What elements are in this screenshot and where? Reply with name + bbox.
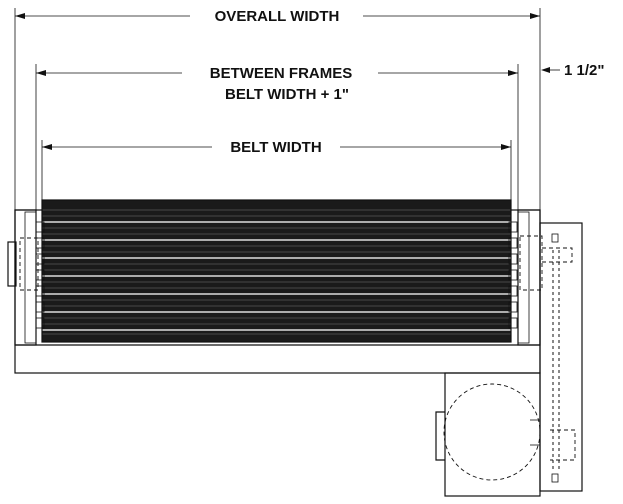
overall-width-label: OVERALL WIDTH <box>215 8 340 25</box>
right-bearing <box>508 221 573 329</box>
between-frames-dimension: BETWEEN FRAMES BELT WIDTH + 1" <box>35 64 519 212</box>
left-bearing <box>7 221 45 329</box>
motor-mount-plate <box>539 222 583 492</box>
belt-width-label: BELT WIDTH <box>230 139 321 156</box>
belt-width-plus-one-label: BELT WIDTH + 1" <box>225 86 349 103</box>
offset-dimension: 1 1/2" <box>541 62 604 79</box>
gear-motor <box>435 372 541 497</box>
offset-label: 1 1/2" <box>564 62 604 79</box>
belt-width-dimension: BELT WIDTH <box>41 139 512 205</box>
overall-width-dimension: OVERALL WIDTH <box>14 8 541 210</box>
belt <box>41 199 512 343</box>
between-frames-label: BETWEEN FRAMES <box>210 65 353 82</box>
